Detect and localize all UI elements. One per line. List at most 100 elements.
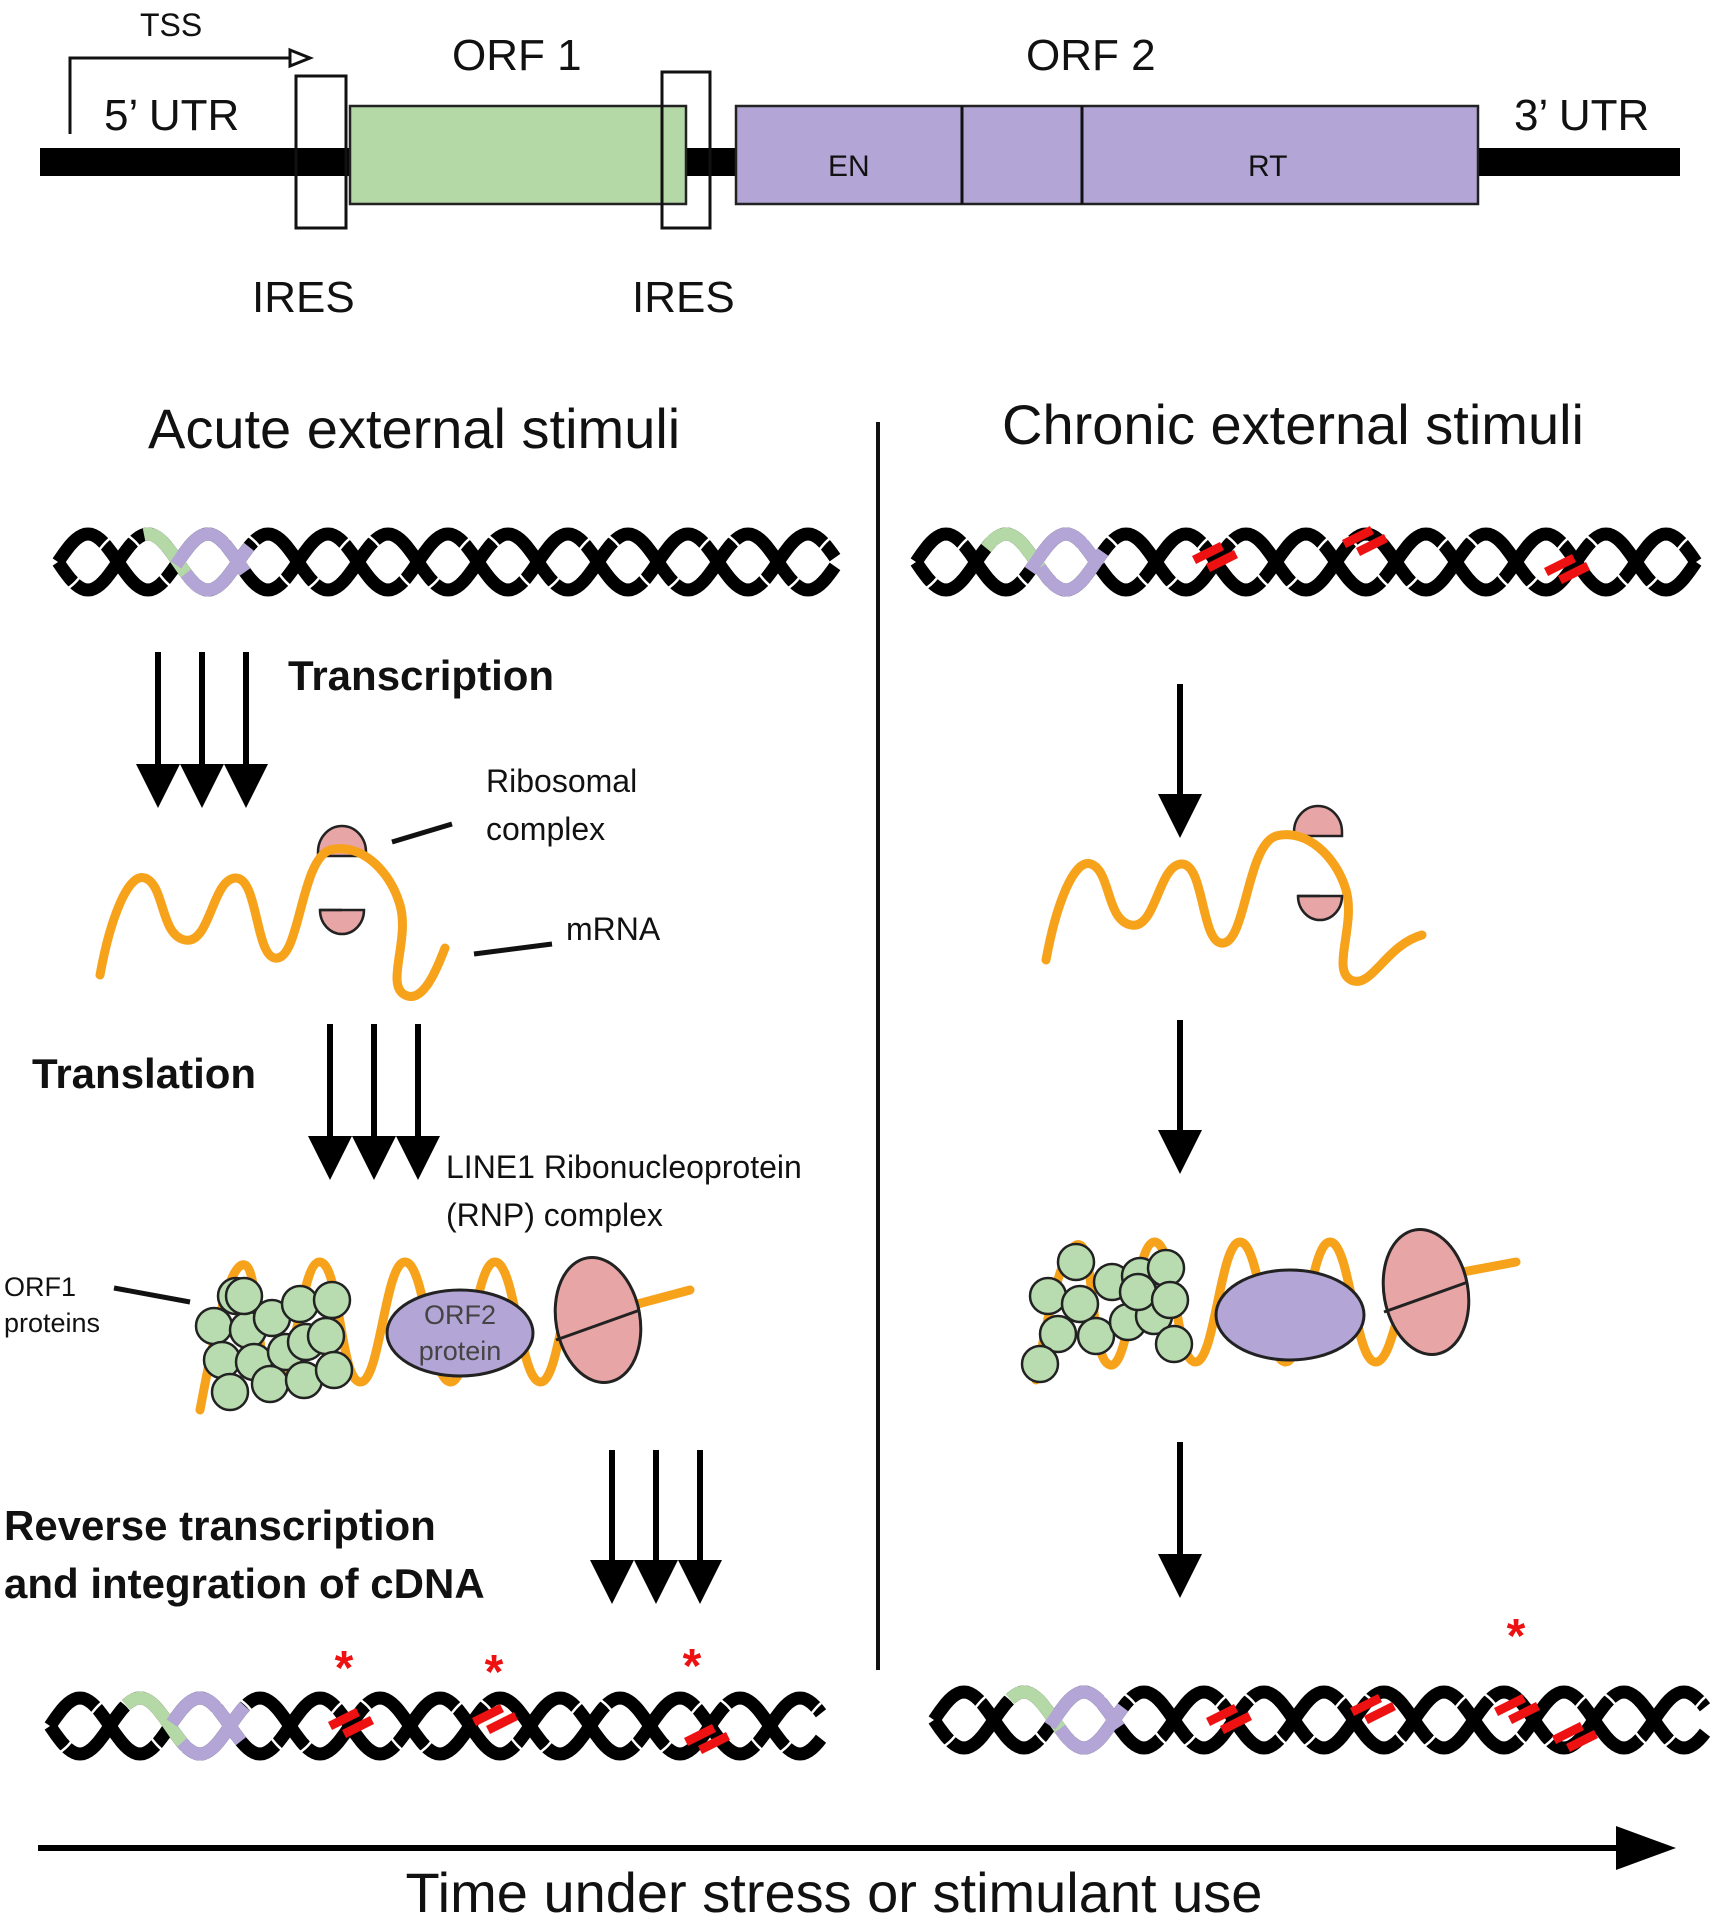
chronic-single-arrows [1158,684,1202,1598]
orf1-protein-5 [280,1284,320,1324]
chronic-heading: Chronic external stimuli [1002,393,1584,456]
dna-strand-highlight [915,532,1697,592]
line1-orf2-segment-a [170,527,251,576]
reverse-transcription-label-line1: Reverse transcription [4,1502,436,1549]
ires-box-right [660,70,712,230]
dna-strand-highlight [57,532,836,592]
orf1-box [348,104,688,206]
arrow-1-head [590,1560,634,1604]
orf2-box [734,104,1480,206]
acute-heading: Acute external stimuli [148,397,680,460]
insertion-segment-2b [485,1711,519,1735]
orf2-protein-label-line2: protein [419,1336,502,1366]
arrow-2-head [180,764,224,808]
transcription-arrows [136,652,268,808]
utr3-label: 3’ UTR [1514,91,1649,140]
timeline-arrow-head [1616,1826,1676,1870]
arrow-3-head [678,1560,722,1604]
rnp-complex-chronic [1020,1228,1521,1385]
orf1-protein-13 [1020,1344,1060,1384]
orf1-proteins-label-line1: ORF1 [4,1272,76,1302]
insertion-mark-acute-2: * [485,1646,504,1699]
insertion-segment-4b [1565,1729,1599,1753]
orf1-protein-12 [224,1276,264,1316]
ribosome-small-subunit-chronic [1296,894,1344,922]
ribosome-acute-rnp [553,1256,643,1384]
insertion-segment-1a [327,1707,361,1731]
line1-orf1-segment [1005,1685,1075,1746]
orf1-protein-3 [1060,1284,1100,1324]
ires-right-label: IRES [632,273,735,322]
chronic-arrow-2-head [1158,1130,1202,1174]
orf2-protein-label-line1: ORF2 [424,1300,496,1330]
line1-orf2-segment-b [177,1701,250,1761]
insertion-segment-1b [1219,1711,1253,1735]
chronic-arrow-3-head [1158,1554,1202,1598]
ribosome-chronic-rnp [1381,1228,1471,1356]
insertion-segment-2a [1341,525,1375,549]
ribosome-pointer-line [391,821,453,845]
chronic-arrow-1-head [1158,794,1202,838]
orf1-protein-2 [194,1306,234,1346]
line1-orf2-segment-b [180,542,255,597]
line1-orf2-segment-b [1054,1703,1129,1755]
insertion-segment-1b [341,1715,375,1739]
orf2-protein-chronic [1214,1268,1366,1362]
tss-arrow-head [288,47,315,69]
orf1-protein-11 [1118,1272,1158,1312]
orf2-protein-acute [385,1288,535,1378]
insertion-mark-chronic-1: * [1507,1610,1526,1663]
ribosome-large-subunit-chronic [1292,804,1344,838]
orf1-protein-1 [1056,1242,1096,1282]
dna-strand-highlight [49,1696,822,1756]
insertion-segment-3a [1543,553,1577,577]
orf1-protein-11 [306,1316,346,1356]
ires-left-label: IRES [252,273,355,322]
orf2-label: ORF 2 [1026,31,1156,80]
arrow-3-head [396,1136,440,1180]
dna-strand-highlight [933,1690,1706,1750]
insertion-segment-1a [1191,541,1225,565]
tss-arrow [68,56,300,134]
ribosome-label-line2: complex [486,811,605,847]
gene-map: TSS 5’ UTR 3’ UTR ORF 1 ORF 2 EN RT IRES… [40,7,1680,322]
orf1-label: ORF 1 [452,31,582,80]
dna-helix-acute-initial [52,527,841,597]
insertion-segment-3b [1557,561,1591,585]
orf1-proteins-pointer-line [113,1285,191,1305]
tss-label: TSS [140,7,202,43]
orf1-protein-14 [1154,1324,1194,1364]
insertion-mark-acute-3: * [683,1640,702,1693]
ribosome-acute-rnp-divider [555,1308,641,1342]
line1-orf1-segment [121,1691,191,1752]
insertion-segment-3a [1493,1693,1527,1717]
arrow-1-head [308,1136,352,1180]
orf1-protein-14 [250,1364,290,1404]
rnp-complex-acute: ORF2 protein [194,1256,695,1415]
insertion-segment-2a [1349,1693,1383,1717]
en-domain-label: EN [828,150,870,183]
arrow-3-head [224,764,268,808]
mrna-label: mRNA [566,911,661,947]
orf1-proteins-label-line2: proteins [4,1308,100,1338]
orf1-protein-12 [1150,1280,1190,1320]
timeline-label: Time under stress or stimulant use [406,1861,1263,1920]
arrow-2-head [634,1560,678,1604]
translation-label: Translation [32,1050,256,1097]
reverse-transcription-label-line2: and integration of cDNA [4,1560,485,1607]
insertion-segment-3a [683,1723,717,1747]
orf1-protein-2 [1028,1276,1068,1316]
rnp-label-line1: LINE1 Ribonucleoprotein [446,1149,802,1185]
insertion-segment-1b [1205,549,1239,573]
rt-domain-label: RT [1248,150,1287,183]
ribosome-chronic-rnp-divider [1383,1280,1469,1314]
insertion-segment-2a [471,1703,505,1727]
reverse-transcription-arrows [590,1450,722,1604]
arrow-2-head [352,1136,396,1180]
line1-orf2-segment-a [1024,527,1105,575]
dna-helix-chronic-integrated [928,1685,1711,1755]
insertion-segment-4a [1551,1721,1585,1745]
mrna-pointer-line [473,941,553,957]
ribosome-label-line1: Ribosomal [486,763,637,799]
